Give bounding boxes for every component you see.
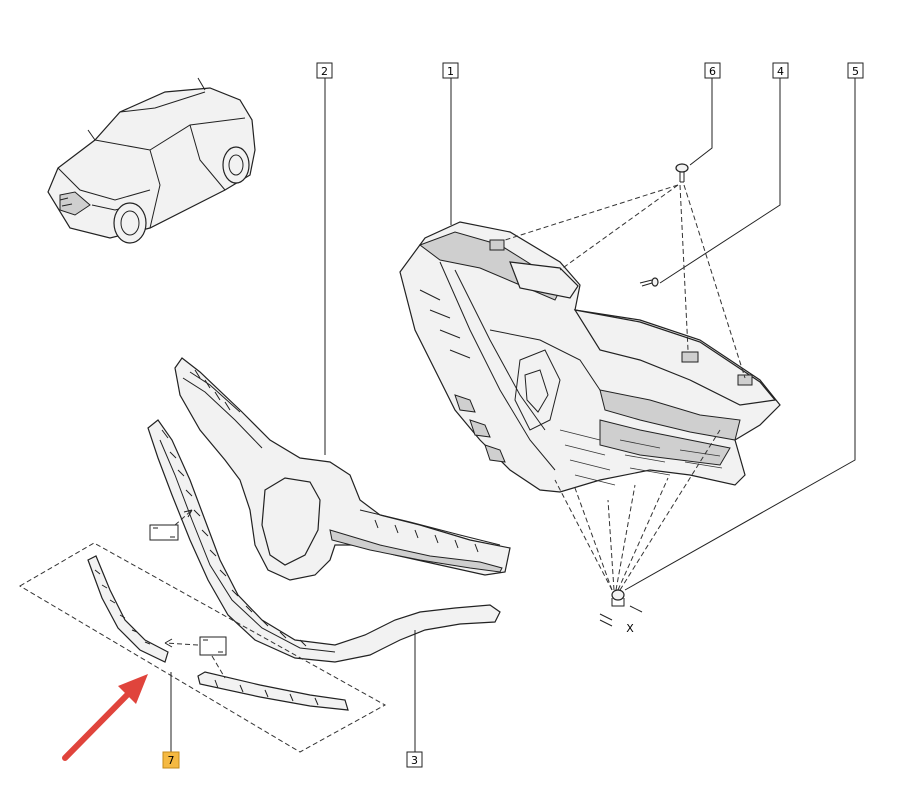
screw-part-5 xyxy=(599,589,643,627)
lower-chrome-strip-part-3 xyxy=(147,419,501,663)
screw-part-4 xyxy=(639,277,659,287)
callout-5-label: 5 xyxy=(852,65,859,78)
grille-frame-part-1 xyxy=(399,221,781,493)
callout-1-label: 1 xyxy=(447,65,454,78)
clip-detail xyxy=(149,509,193,541)
grille-chrome-surround-part-2 xyxy=(174,357,511,581)
screw-part-6 xyxy=(675,163,689,183)
callout-7-label: 7 xyxy=(168,754,175,767)
callout-1: 1 xyxy=(442,62,459,79)
callout-7[interactable]: 7 xyxy=(162,751,180,769)
assembly-dashed-lines xyxy=(504,184,746,591)
callout-4: 4 xyxy=(772,62,789,79)
trim-strips-part-7 xyxy=(19,542,387,753)
dimension-x-label: X xyxy=(626,622,634,635)
callout-2-label: 2 xyxy=(321,65,328,78)
callout-6: 6 xyxy=(704,62,721,79)
callout-2: 2 xyxy=(316,62,333,79)
vehicle-thumbnail xyxy=(47,77,256,244)
callout-5: 5 xyxy=(847,62,864,79)
red-pointer-arrow xyxy=(62,674,148,761)
leader-lines xyxy=(170,78,856,752)
callout-3-label: 3 xyxy=(411,754,418,767)
callout-3: 3 xyxy=(406,751,423,768)
callout-4-label: 4 xyxy=(777,65,784,78)
dimension-x: X xyxy=(626,622,634,635)
callout-6-label: 6 xyxy=(709,65,716,78)
